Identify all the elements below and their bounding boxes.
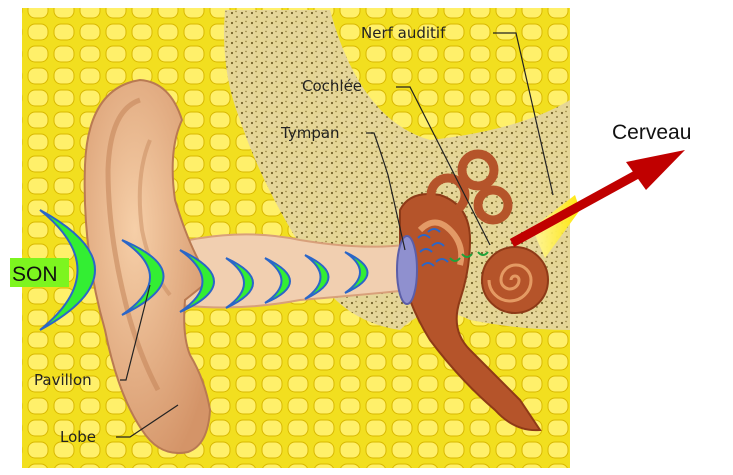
label-cerveau: Cerveau bbox=[612, 121, 691, 144]
label-nerf-auditif: Nerf auditif bbox=[361, 24, 446, 42]
label-tympan: Tympan bbox=[280, 124, 340, 142]
cochlea bbox=[482, 247, 548, 313]
label-pavillon: Pavillon bbox=[34, 371, 92, 389]
label-son: SON bbox=[12, 263, 58, 286]
label-lobe: Lobe bbox=[60, 428, 96, 446]
label-cochlee: Cochlée bbox=[302, 77, 362, 95]
eardrum bbox=[397, 236, 417, 304]
